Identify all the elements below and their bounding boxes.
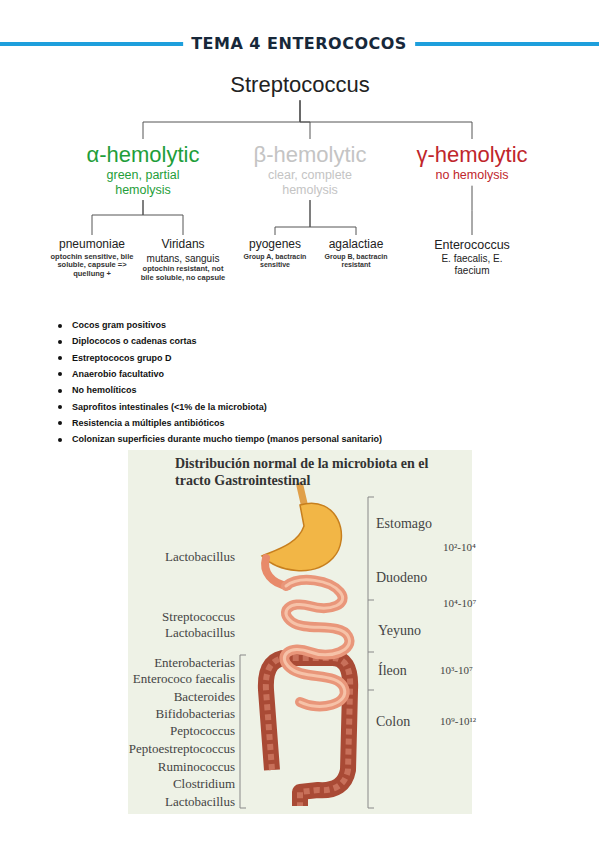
node-heading: Enterococcus: [422, 238, 522, 252]
node-note: no hemolysis: [417, 168, 527, 182]
tree-connector: [143, 200, 183, 235]
bacteria-name: Lactobacillus: [165, 550, 235, 564]
bullet-item: Diplococos o cadenas cortas: [72, 336, 197, 346]
node-note: optochin resistant, not bile soluble, no…: [139, 265, 227, 282]
bullet-item: Cocos gram positivos: [72, 320, 166, 330]
node-heading: Viridans: [137, 238, 229, 252]
bullet-item: Resistencia a múltiples antibióticos: [72, 418, 225, 428]
count-range: 10⁴-10⁷: [443, 597, 476, 609]
region-name: Duodeno: [376, 570, 427, 585]
group-heading: β-hemolyticclear, complete hemolysis: [225, 142, 395, 197]
group-heading: α-hemolyticgreen, partial hemolysis: [58, 142, 228, 197]
bacteria-name: Enterococo faecalis: [133, 672, 235, 686]
tree-connector: [275, 200, 310, 235]
region-bracket: [368, 497, 374, 808]
count-range: 10²-10⁴: [443, 541, 476, 553]
flora-bracket: [240, 655, 246, 808]
node-heading: pneumoniae: [48, 238, 136, 252]
node-note: E. faecalis, E. faecium: [441, 253, 503, 276]
node-note: clear, complete hemolysis: [260, 168, 360, 197]
bullet-dot: [58, 421, 62, 425]
node-note: green, partial hemolysis: [93, 168, 193, 197]
node-note: mutans, sanguis: [138, 253, 228, 265]
species-label: pyogenesGroup A, bactracin sensitive: [235, 238, 315, 269]
count-range: 10³-10⁷: [440, 664, 473, 676]
bacteria-name: Ruminococcus: [158, 760, 235, 774]
species-label: agalactiaeGroup B, bactracin resistant: [316, 238, 396, 269]
node-note: optochin sensitive, bile soluble, capsul…: [50, 253, 134, 279]
small-intestine-highlight: [284, 580, 349, 707]
species-label: pneumoniaeoptochin sensitive, bile solub…: [48, 238, 136, 279]
node-heading: agalactiae: [316, 238, 396, 252]
figure-heading: Distribución normal de la microbiota en …: [175, 456, 467, 490]
bullet-dot: [58, 324, 62, 328]
node-heading: pyogenes: [235, 238, 315, 252]
root-label: Streptococcus: [205, 72, 395, 97]
tree-connector: [300, 100, 472, 139]
bullet-item: Anaerobio facultativo: [72, 369, 164, 379]
tree-connector: [310, 200, 356, 235]
small-intestine: [284, 580, 349, 707]
region-name: Estomago: [376, 516, 432, 531]
bacteria-name: Bacteroides: [174, 690, 235, 704]
bacteria-name: Peptococcus: [170, 724, 235, 738]
bullet-item: Saprofitos intestinales (<1% de la micro…: [72, 402, 267, 412]
region-name: Yeyuno: [378, 623, 421, 638]
bullet-item: No hemolíticos: [72, 385, 137, 395]
region-name: Íleon: [378, 663, 407, 678]
bacteria-name: Clostridium: [173, 777, 235, 791]
bacteria-name: Streptococcus: [162, 610, 235, 624]
node-note: Group A, bactracin sensitive: [236, 253, 314, 269]
tree-connector: [472, 186, 473, 235]
bacteria-name: Peptoestreptococcus: [129, 742, 235, 756]
bacteria-name: Lactobacillus: [165, 795, 235, 809]
tree-connector: [143, 100, 300, 139]
bullet-dot: [58, 372, 62, 376]
figure-ground: [128, 450, 472, 814]
region-name: Colon: [376, 714, 410, 729]
bullet-dot: [58, 389, 62, 393]
bullet-dot: [58, 356, 62, 360]
group-heading: γ-hemolyticno hemolysis: [392, 142, 552, 183]
bacteria-name: Enterobacterias: [154, 656, 235, 670]
genus-label: EnterococcusE. faecalis, E. faecium: [422, 238, 522, 276]
bacteria-name: Lactobacillus: [165, 626, 235, 640]
bullet-dot: [58, 340, 62, 344]
count-range: 10⁹-10¹²: [440, 715, 476, 727]
node-heading: γ-hemolytic: [392, 142, 552, 167]
node-note: Group B, bactracin resistant: [317, 253, 395, 269]
bullet-item: Estreptococos grupo D: [72, 353, 172, 363]
node-heading: α-hemolytic: [58, 142, 228, 167]
bacteria-name: Bifidobacterias: [156, 707, 235, 721]
stomach: [262, 503, 341, 570]
bullet-dot: [58, 438, 62, 442]
species-label: Viridansmutans, sanguisoptochin resistan…: [137, 238, 229, 283]
bullet-dot: [58, 405, 62, 409]
tree-connector: [300, 100, 310, 139]
node-heading: β-hemolytic: [225, 142, 395, 167]
node-heading: Streptococcus: [205, 72, 395, 97]
tree-connector: [92, 200, 143, 235]
page-title: TEMA 4 ENTEROCOCOS: [183, 35, 415, 53]
bullet-item: Colonizan superficies durante mucho tiem…: [72, 434, 382, 444]
